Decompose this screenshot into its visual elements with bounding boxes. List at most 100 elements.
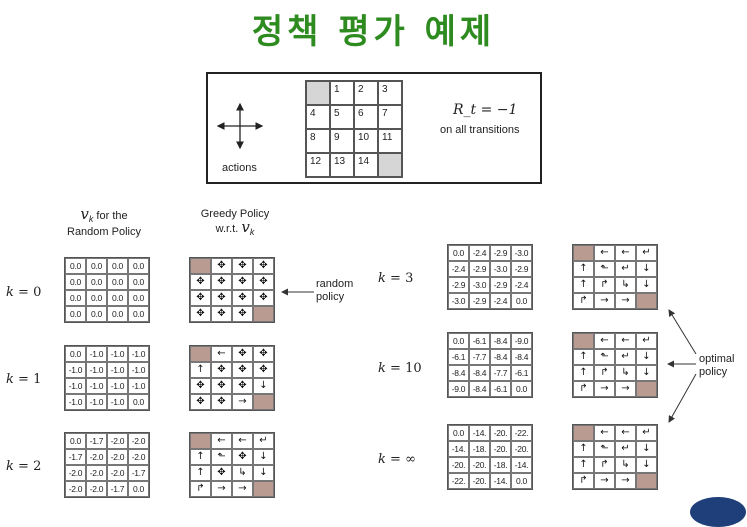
value-cell: 0.0 bbox=[511, 381, 532, 397]
value-cell: -1.0 bbox=[86, 362, 107, 378]
policy-arrow-icon: ⬑ bbox=[594, 441, 615, 457]
policy-arrow-icon: ← bbox=[594, 425, 615, 441]
policy-arrow-icon: → bbox=[594, 381, 615, 397]
policy-arrow-icon: ↑ bbox=[573, 441, 594, 457]
value-cell: -1.0 bbox=[65, 362, 86, 378]
policy-arrow-icon: ↱ bbox=[594, 277, 615, 293]
actions-arrows-icon bbox=[216, 102, 264, 150]
policy-arrow-icon: ↵ bbox=[615, 349, 636, 365]
policy-arrow-icon: ↱ bbox=[190, 481, 211, 497]
value-cell: 0.0 bbox=[107, 274, 128, 290]
policy-arrow-icon: → bbox=[615, 293, 636, 309]
policy-arrow-icon: ↓ bbox=[253, 449, 274, 465]
k-label: k = 1 bbox=[6, 372, 42, 387]
value-cell: -1.7 bbox=[86, 433, 107, 449]
gridworld-cell: 13 bbox=[330, 153, 354, 177]
value-cell: -1.0 bbox=[86, 394, 107, 410]
value-cell: -7.7 bbox=[469, 349, 490, 365]
value-cell: -2.4 bbox=[511, 277, 532, 293]
value-cell: -2.9 bbox=[448, 277, 469, 293]
value-cell: -1.7 bbox=[107, 481, 128, 497]
value-cell: -2.0 bbox=[128, 433, 149, 449]
policy-arrow-icon: ✥ bbox=[232, 274, 253, 290]
gridworld-cell: 5 bbox=[330, 105, 354, 129]
gridworld-cell: 2 bbox=[354, 81, 378, 105]
value-cell: -1.0 bbox=[107, 362, 128, 378]
policy-arrow-icon: ↵ bbox=[615, 441, 636, 457]
value-cell: -2.4 bbox=[490, 293, 511, 309]
policy-arrow-icon: ← bbox=[232, 433, 253, 449]
policy-column-header: Greedy Policy w.r.t. vk bbox=[200, 208, 270, 238]
policy-arrow-icon: ← bbox=[615, 333, 636, 349]
policy-arrow-icon: ↱ bbox=[594, 365, 615, 381]
value-cell: 0.0 bbox=[65, 258, 86, 274]
gridworld-cell: 9 bbox=[330, 129, 354, 153]
terminal-cell bbox=[190, 258, 211, 274]
policy-arrow-icon: ✥ bbox=[211, 290, 232, 306]
gridworld-cell: 7 bbox=[378, 105, 402, 129]
value-cell: -2.4 bbox=[448, 261, 469, 277]
policy-arrow-icon: ✥ bbox=[211, 394, 232, 410]
policy-arrow-icon: ✥ bbox=[190, 274, 211, 290]
gridworld-cell bbox=[378, 153, 402, 177]
policy-arrow-icon: ← bbox=[211, 346, 232, 362]
policy-arrow-icon: ⬑ bbox=[594, 261, 615, 277]
policy-grid: ←←↵↑⬑↵↓↑↱↳↓↱→→ bbox=[572, 244, 658, 310]
value-cell: -9.0 bbox=[511, 333, 532, 349]
optimal-arrow-kinf bbox=[668, 373, 697, 423]
value-cell: 0.0 bbox=[65, 433, 86, 449]
value-cell: -1.7 bbox=[65, 449, 86, 465]
policy-arrow-icon: ↓ bbox=[636, 277, 657, 293]
value-cell: -20. bbox=[469, 473, 490, 489]
value-cell: -1.0 bbox=[128, 378, 149, 394]
value-cell: -3.0 bbox=[490, 261, 511, 277]
value-cell: 0.0 bbox=[65, 306, 86, 322]
value-cell: -1.0 bbox=[86, 346, 107, 362]
policy-arrow-icon: ↵ bbox=[253, 433, 274, 449]
policy-arrow-icon: → bbox=[615, 381, 636, 397]
terminal-cell bbox=[573, 425, 594, 441]
policy-arrow-icon: → bbox=[615, 473, 636, 489]
value-cell: -1.0 bbox=[107, 378, 128, 394]
university-logo bbox=[690, 497, 746, 527]
policy-arrow-icon: ↑ bbox=[573, 365, 594, 381]
value-column-header: vk for the Random Policy bbox=[67, 205, 141, 239]
policy-arrow-icon: → bbox=[594, 473, 615, 489]
policy-arrow-icon: ✥ bbox=[232, 346, 253, 362]
value-cell: -20. bbox=[448, 457, 469, 473]
policy-arrow-icon: ↳ bbox=[615, 277, 636, 293]
value-cell: -1.7 bbox=[128, 465, 149, 481]
value-cell: -1.0 bbox=[65, 378, 86, 394]
value-cell: 0.0 bbox=[448, 333, 469, 349]
terminal-cell bbox=[573, 245, 594, 261]
value-cell: 0.0 bbox=[65, 290, 86, 306]
policy-arrow-icon: ✥ bbox=[232, 449, 253, 465]
value-cell: -8.4 bbox=[490, 333, 511, 349]
policy-arrow-icon: ✥ bbox=[211, 362, 232, 378]
gridworld-cell: 10 bbox=[354, 129, 378, 153]
value-grid: 0.0-1.0-1.0-1.0-1.0-1.0-1.0-1.0-1.0-1.0-… bbox=[64, 345, 150, 411]
reward-formula: R_t = −1 bbox=[453, 102, 518, 118]
terminal-cell bbox=[190, 433, 211, 449]
value-cell: 0.0 bbox=[128, 306, 149, 322]
actions-label: actions bbox=[222, 162, 257, 174]
value-cell: 0.0 bbox=[65, 274, 86, 290]
value-cell: -18. bbox=[469, 441, 490, 457]
value-cell: 0.0 bbox=[107, 306, 128, 322]
gridworld-cell bbox=[306, 81, 330, 105]
k-label: k = 10 bbox=[378, 361, 422, 376]
value-cell: -3.0 bbox=[511, 245, 532, 261]
policy-arrow-icon: ↓ bbox=[636, 261, 657, 277]
value-cell: -2.0 bbox=[107, 433, 128, 449]
value-cell: -8.4 bbox=[469, 381, 490, 397]
value-cell: -2.0 bbox=[65, 481, 86, 497]
policy-arrow-icon: ↱ bbox=[573, 381, 594, 397]
policy-arrow-icon: ↓ bbox=[636, 349, 657, 365]
policy-arrow-icon: ↑ bbox=[573, 277, 594, 293]
policy-grid: ←←↵↑⬑↵↓↑↱↳↓↱→→ bbox=[572, 424, 658, 490]
value-cell: 0.0 bbox=[511, 293, 532, 309]
policy-arrow-icon: ← bbox=[615, 425, 636, 441]
policy-arrow-icon: ↓ bbox=[636, 441, 657, 457]
